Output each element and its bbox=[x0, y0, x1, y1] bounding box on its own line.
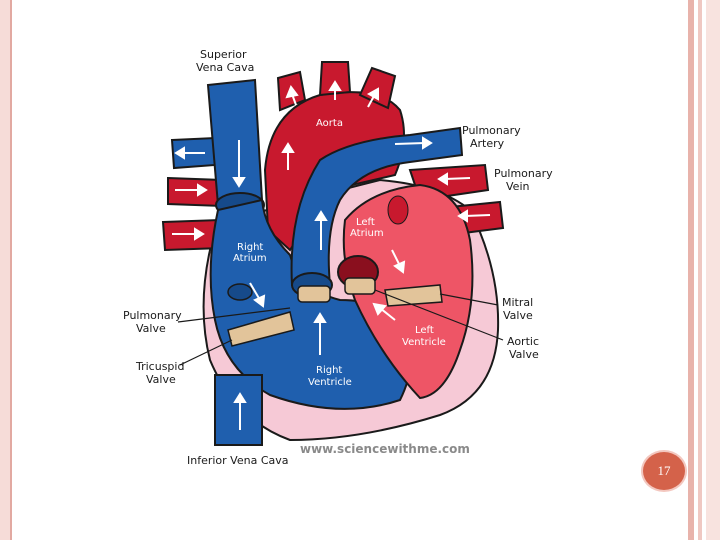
label-right-ventricle: Ventricle bbox=[308, 377, 352, 388]
label-mitral-valve: Valve bbox=[503, 309, 533, 322]
aortic-valve bbox=[344, 277, 376, 295]
label-left-ventricle: Left bbox=[415, 325, 434, 336]
pulmonary-vein bbox=[167, 176, 223, 208]
slide-border-left bbox=[0, 0, 12, 540]
slide-border-right bbox=[698, 0, 702, 540]
inferior-vena-cava bbox=[214, 374, 263, 446]
aorta-branch bbox=[318, 61, 352, 97]
flow-arrows bbox=[172, 80, 491, 430]
label-inferior-vena-cava: Inferior Vena Cava bbox=[187, 454, 289, 467]
superior-vena-cava bbox=[206, 78, 264, 207]
label-left-atrium: Atrium bbox=[350, 228, 384, 239]
label-right-atrium: Atrium bbox=[233, 253, 267, 264]
label-right-ventricle: Right bbox=[316, 365, 342, 376]
watermark: www.sciencewithme.com bbox=[300, 442, 470, 456]
pulmonary-valve bbox=[297, 285, 331, 303]
label-pulmonary-vein: Vein bbox=[506, 180, 529, 193]
label-tricuspid-valve: Valve bbox=[146, 373, 176, 386]
label-mitral-valve: Mitral bbox=[502, 296, 533, 309]
label-aortic-valve: Valve bbox=[509, 348, 539, 361]
aorta-branch bbox=[358, 66, 397, 110]
mitral-valve bbox=[384, 284, 443, 307]
label-left-atrium: Left bbox=[356, 217, 375, 228]
label-aorta: Aorta bbox=[316, 118, 343, 129]
label-superior-vena-cava: Vena Cava bbox=[196, 61, 254, 74]
coronary-sinus bbox=[227, 283, 253, 301]
label-right-atrium: Right bbox=[237, 242, 263, 253]
label-pulmonary-artery: Pulmonary bbox=[462, 124, 521, 137]
label-tricuspid-valve: Tricuspid bbox=[135, 360, 184, 373]
label-pulmonary-valve: Valve bbox=[136, 322, 166, 335]
label-pulmonary-vein: Pulmonary bbox=[494, 167, 553, 180]
leader-lines bbox=[177, 289, 504, 366]
label-left-ventricle: Ventricle bbox=[402, 337, 446, 348]
label-pulmonary-valve: Pulmonary bbox=[123, 309, 182, 322]
label-pulmonary-artery: Artery bbox=[470, 137, 505, 150]
left-atrium-opening bbox=[387, 195, 409, 225]
slide-border-right bbox=[706, 0, 720, 540]
page-number: 17 bbox=[643, 452, 685, 490]
label-superior-vena-cava: Superior bbox=[200, 48, 247, 61]
pulmonary-artery bbox=[290, 126, 464, 286]
label-aortic-valve: Aortic bbox=[507, 335, 539, 348]
slide-border-right bbox=[688, 0, 694, 540]
